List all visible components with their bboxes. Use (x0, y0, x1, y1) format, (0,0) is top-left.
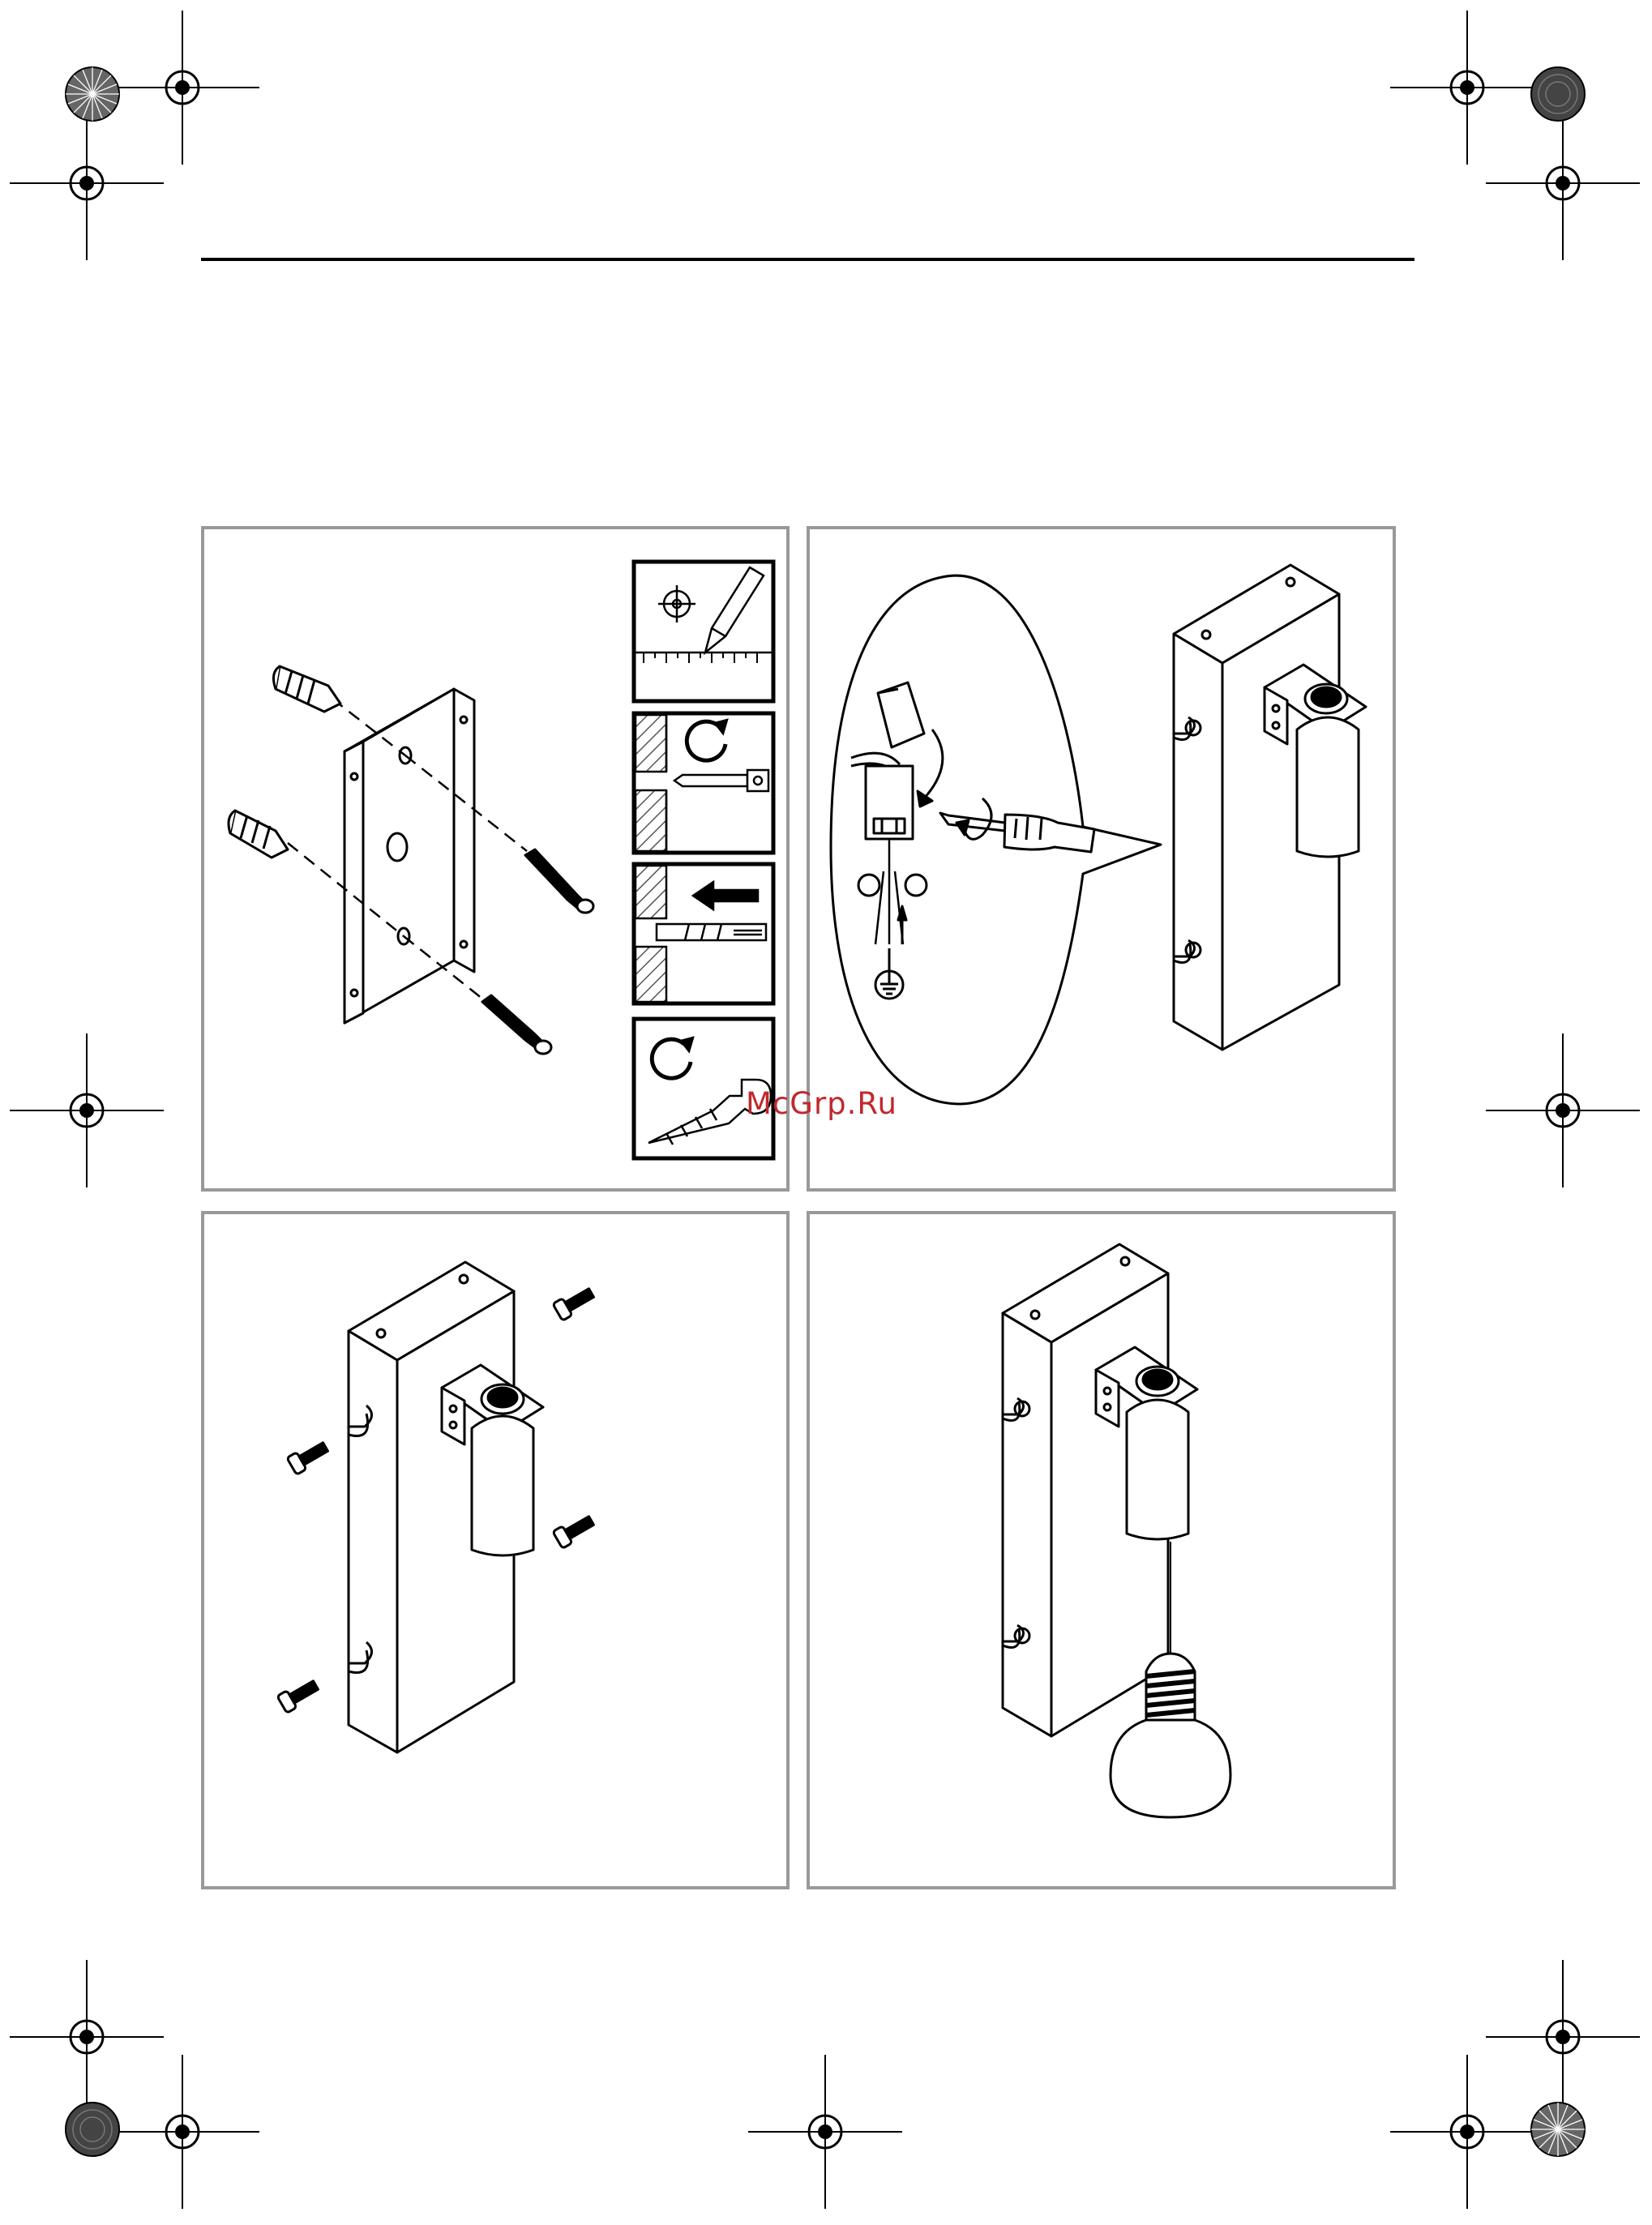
screw-icon (553, 1285, 597, 1321)
wall-plug-icon (229, 811, 288, 858)
step-icons (634, 562, 773, 1158)
figure-housing-fixing (277, 1262, 597, 1752)
screw-icon (277, 1677, 321, 1714)
watermark-text: McGrp.Ru (746, 1086, 924, 1121)
wall-plug-icon (273, 666, 340, 712)
mounting-bracket (345, 689, 474, 1023)
screw-icon (553, 1513, 597, 1549)
screw-icon (287, 1439, 331, 1475)
figure-bulb-installation (1003, 1244, 1230, 1817)
screw-icon (482, 995, 551, 1054)
screw-icon (525, 849, 593, 913)
figure-wiring (831, 565, 1366, 1104)
lamp-housing (1174, 565, 1366, 1050)
figure-bracket-mounting (229, 666, 593, 1054)
